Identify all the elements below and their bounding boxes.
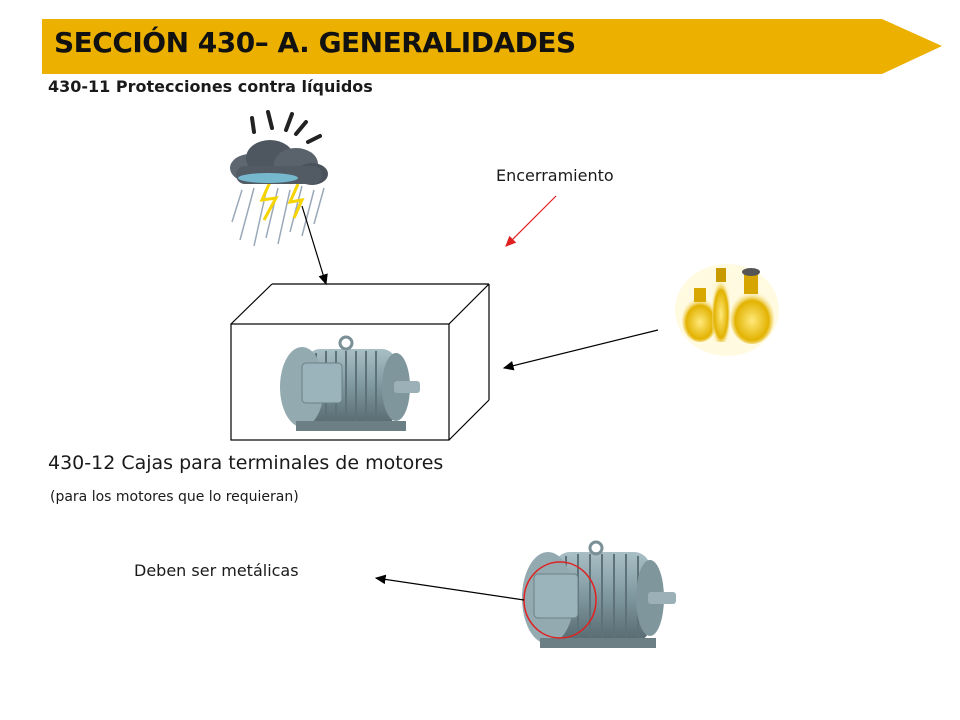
rain-cloud-icon bbox=[230, 110, 328, 247]
title-banner bbox=[42, 19, 942, 74]
rain-arrow bbox=[301, 205, 328, 286]
section-note: (para los motores que lo requieran) bbox=[50, 489, 299, 505]
section-heading-430-12: 430-12 Cajas para terminales de motores bbox=[48, 452, 444, 474]
page-title: SECCIÓN 430– A. GENERALIDADES bbox=[54, 26, 576, 59]
metal-arrow bbox=[374, 574, 525, 601]
terminal-box-motor-icon bbox=[522, 540, 676, 648]
enclosure-label: Encerramiento bbox=[496, 166, 614, 185]
oil-bottles-icon bbox=[675, 264, 779, 356]
section-heading-430-11: 430-11 Protecciones contra líquidos bbox=[48, 77, 373, 96]
electric-motor-icon bbox=[280, 335, 420, 431]
metal-requirement-label: Deben ser metálicas bbox=[134, 561, 299, 580]
oil-arrow bbox=[502, 329, 659, 371]
enclosure-arrow bbox=[505, 195, 557, 247]
